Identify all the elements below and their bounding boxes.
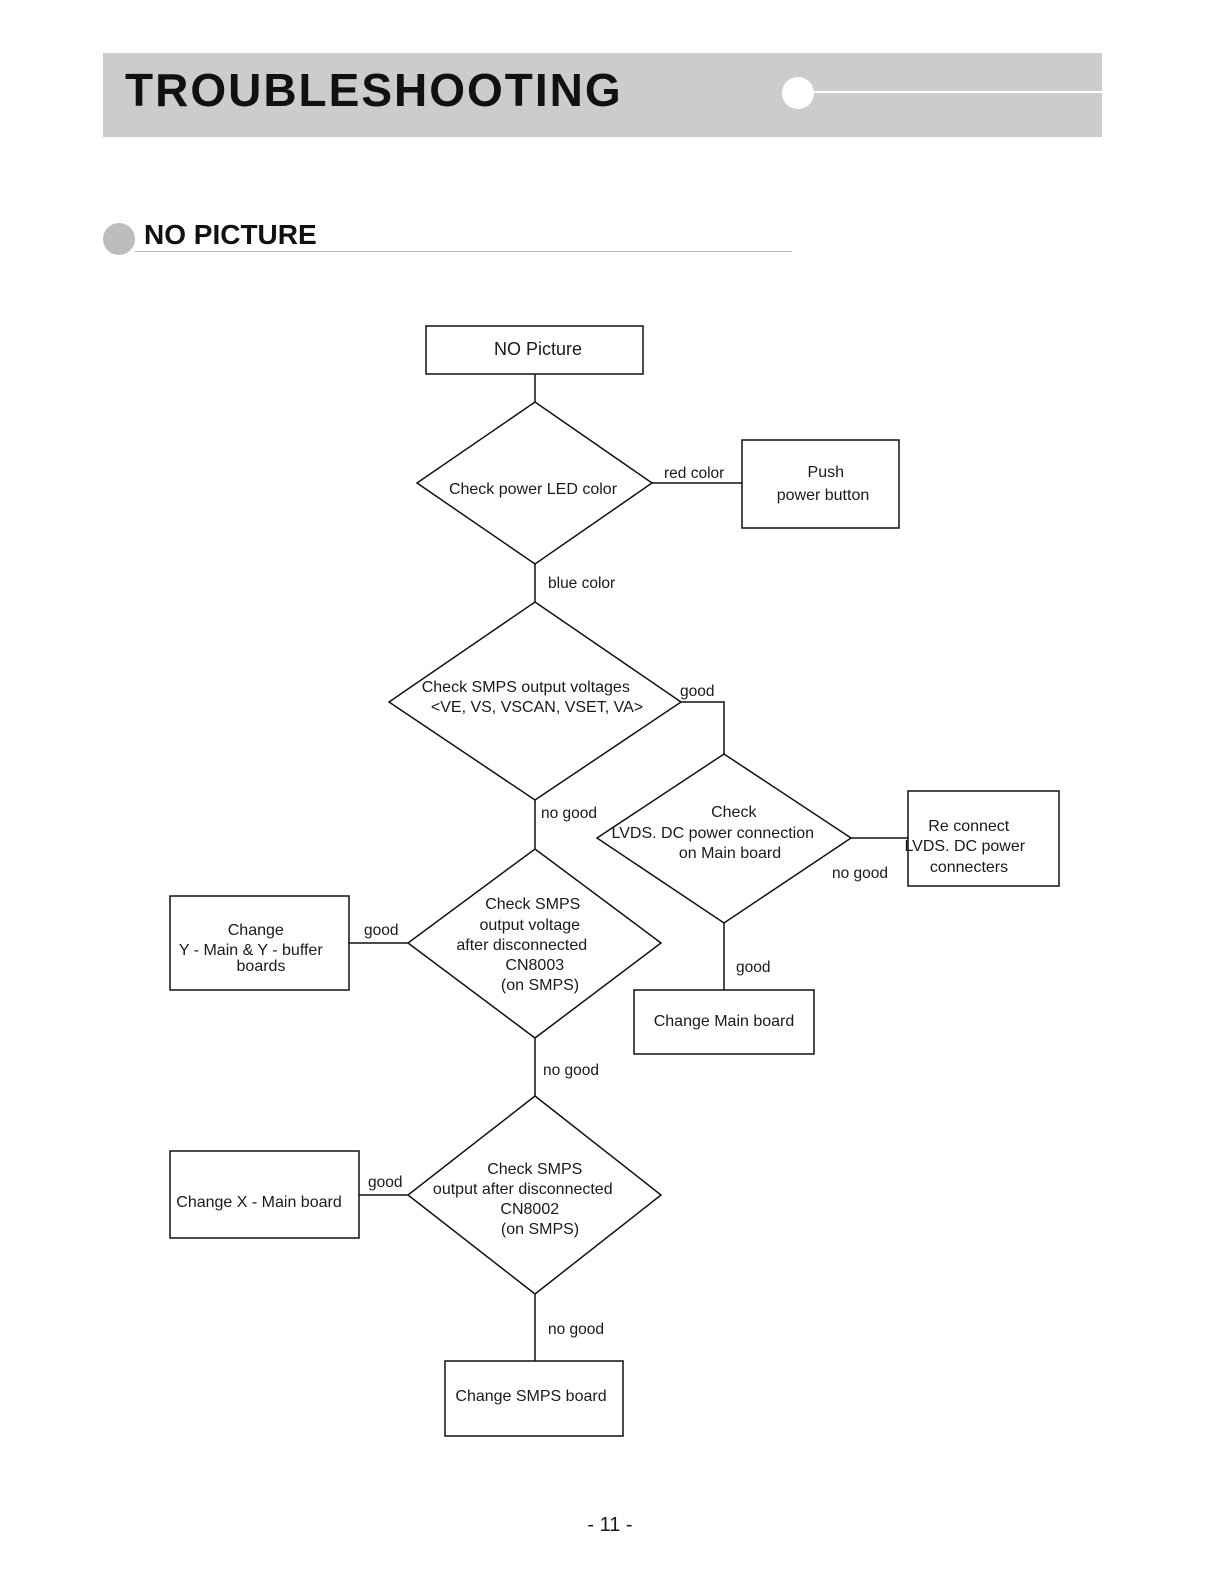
text-line: Check SMPS bbox=[487, 1161, 582, 1178]
node-reconnect-lvds-label: Re connect LVDS. DC power connecters bbox=[904, 818, 1029, 876]
node-change-x-label: Change X - Main board bbox=[176, 1194, 341, 1211]
node-change-smps bbox=[444, 1360, 624, 1437]
page-number: - 11 - bbox=[587, 1514, 633, 1536]
text-line: (on SMPS) bbox=[501, 977, 579, 994]
text-line: <VE, VS, VSCAN, VSET, VA> bbox=[431, 699, 643, 716]
node-push-power bbox=[741, 439, 900, 529]
node-check-smps-voltages-label: Check SMPS output voltages <VE, VS, VSCA… bbox=[422, 679, 643, 716]
decision-check-smps-voltages bbox=[387, 601, 683, 801]
text-line: blue color bbox=[548, 575, 615, 592]
text-line: Change X - Main board bbox=[176, 1194, 341, 1211]
text-line: good bbox=[364, 922, 398, 939]
decision-check-cn8002 bbox=[406, 1095, 663, 1295]
text-line: Check SMPS output voltages bbox=[422, 679, 630, 696]
edge-label-cn8003-no-good: no good bbox=[543, 1062, 599, 1079]
section-bullet-icon bbox=[103, 223, 135, 255]
edge-label-cn8002-good: good bbox=[368, 1174, 402, 1191]
header-line-ornament bbox=[814, 91, 1102, 93]
node-check-lvds-label: Check LVDS. DC power connection on Main … bbox=[612, 804, 819, 862]
text-line: CN8002 bbox=[500, 1201, 559, 1218]
decision-check-lvds bbox=[595, 753, 853, 924]
text-line: Y - Main & Y - buffer bbox=[179, 942, 323, 959]
node-check-cn8002-label: Check SMPS output after disconnected CN8… bbox=[433, 1161, 617, 1238]
node-start-label: NO Picture bbox=[494, 339, 582, 359]
text-line: on Main board bbox=[679, 845, 781, 862]
node-push-power-label: Push power button bbox=[777, 464, 870, 504]
text-line: output voltage bbox=[480, 917, 581, 934]
header-circle-ornament bbox=[782, 77, 814, 109]
text-line: Check bbox=[711, 804, 757, 821]
text-line: good bbox=[736, 959, 770, 976]
text-line: no good bbox=[548, 1321, 604, 1338]
node-reconnect-lvds bbox=[907, 790, 1060, 887]
node-check-cn8003-label: Check SMPS output voltage after disconne… bbox=[456, 896, 591, 994]
text-line: Change bbox=[228, 922, 284, 939]
text-line: (on SMPS) bbox=[501, 1221, 579, 1238]
text-line: no good bbox=[832, 865, 888, 882]
text-line: Change Main board bbox=[654, 1013, 795, 1030]
text-line: LVDS. DC power bbox=[904, 838, 1025, 855]
edge-label-lvds-no-good: no good bbox=[832, 865, 888, 882]
text-line: red color bbox=[664, 465, 724, 482]
text-line: NO Picture bbox=[494, 339, 582, 359]
text-line: power button bbox=[777, 487, 870, 504]
page-title: TROUBLESHOOTING bbox=[125, 64, 623, 116]
text-line: after disconnected bbox=[456, 937, 587, 954]
text-line: no good bbox=[543, 1062, 599, 1079]
text-line: connecters bbox=[930, 859, 1008, 876]
text-line: Re connect bbox=[928, 818, 1009, 835]
text-line: Check SMPS bbox=[485, 896, 580, 913]
node-change-x bbox=[169, 1150, 360, 1239]
text-line: LVDS. DC power connection bbox=[612, 825, 814, 842]
edge-label-smps-good: good bbox=[680, 683, 714, 700]
header-band: TROUBLESHOOTING bbox=[103, 53, 1102, 137]
node-change-main bbox=[633, 989, 815, 1055]
node-change-main-label: Change Main board bbox=[654, 1013, 795, 1030]
text-line: Push bbox=[808, 464, 844, 481]
text-line: CN8003 bbox=[505, 957, 564, 974]
edge-label-smps-no-good: no good bbox=[541, 805, 597, 822]
edge-label-lvds-good: good bbox=[736, 959, 770, 976]
text-line: good bbox=[368, 1174, 402, 1191]
edge-label-cn8002-no-good: no good bbox=[548, 1321, 604, 1338]
edge-label-blue-color: blue color bbox=[548, 575, 615, 592]
text-line: Change SMPS board bbox=[455, 1388, 606, 1405]
node-change-y bbox=[169, 895, 350, 991]
decision-check-led bbox=[415, 401, 654, 565]
node-change-smps-label: Change SMPS board bbox=[455, 1388, 606, 1405]
edge-label-cn8003-good: good bbox=[364, 922, 398, 939]
node-start bbox=[425, 325, 644, 375]
node-change-y-label: Change Y - Main & Y - buffer boards bbox=[179, 922, 327, 975]
text-line: good bbox=[680, 683, 714, 700]
text-line: no good bbox=[541, 805, 597, 822]
text-line: Check power LED color bbox=[449, 481, 618, 498]
decision-check-cn8003 bbox=[406, 848, 663, 1039]
section-title: NO PICTURE bbox=[144, 219, 317, 250]
connector-smps-lvds bbox=[681, 701, 725, 754]
section-underline bbox=[135, 251, 792, 252]
edge-label-red-color: red color bbox=[664, 465, 724, 482]
text-line: output after disconnected bbox=[433, 1181, 613, 1198]
node-check-led-label: Check power LED color bbox=[449, 481, 618, 498]
text-line: boards bbox=[237, 958, 286, 975]
